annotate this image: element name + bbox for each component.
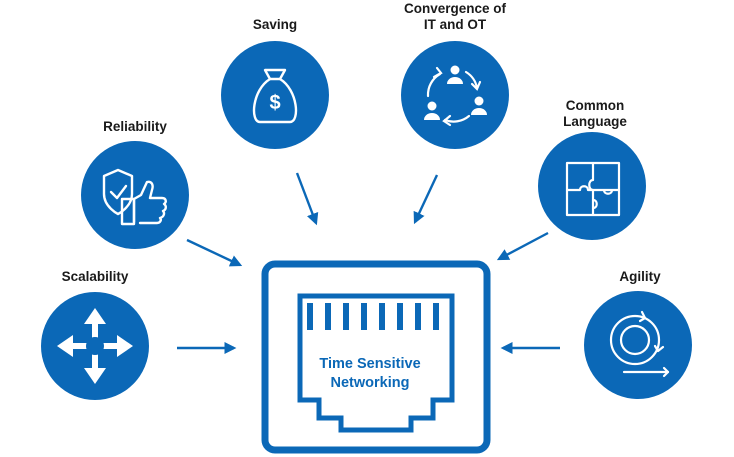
circular-arrows-icon [609, 310, 670, 378]
label-reliability: Reliability [103, 119, 167, 134]
arrow-common [496, 231, 549, 261]
people-cycle-icon [424, 65, 487, 127]
label-saving: Saving [252, 17, 298, 32]
shield-thumbs-up-icon [102, 168, 167, 226]
arrow-reliability [186, 238, 243, 267]
ethernet-port-icon [261, 260, 491, 454]
label-agility: Agility [619, 269, 661, 284]
center-title: Time Sensitive Networking [319, 356, 421, 391]
label-convergence: Convergence of IT and OT [403, 1, 507, 32]
puzzle-icon [565, 161, 621, 217]
node-saving: $ [221, 41, 329, 149]
arrow-convergence [413, 174, 439, 225]
label-scalability: Scalability [61, 269, 129, 284]
label-common-language: Common Language [563, 98, 627, 129]
node-agility [584, 291, 692, 399]
node-reliability [81, 141, 189, 249]
four-way-arrows-icon [57, 308, 133, 384]
arrow-saving [295, 172, 319, 226]
money-bag-icon [252, 68, 298, 124]
svg-text:$: $ [269, 92, 280, 114]
node-convergence [401, 41, 509, 149]
node-common-language [538, 132, 646, 240]
node-scalability [41, 292, 149, 400]
port-pins [307, 303, 439, 330]
